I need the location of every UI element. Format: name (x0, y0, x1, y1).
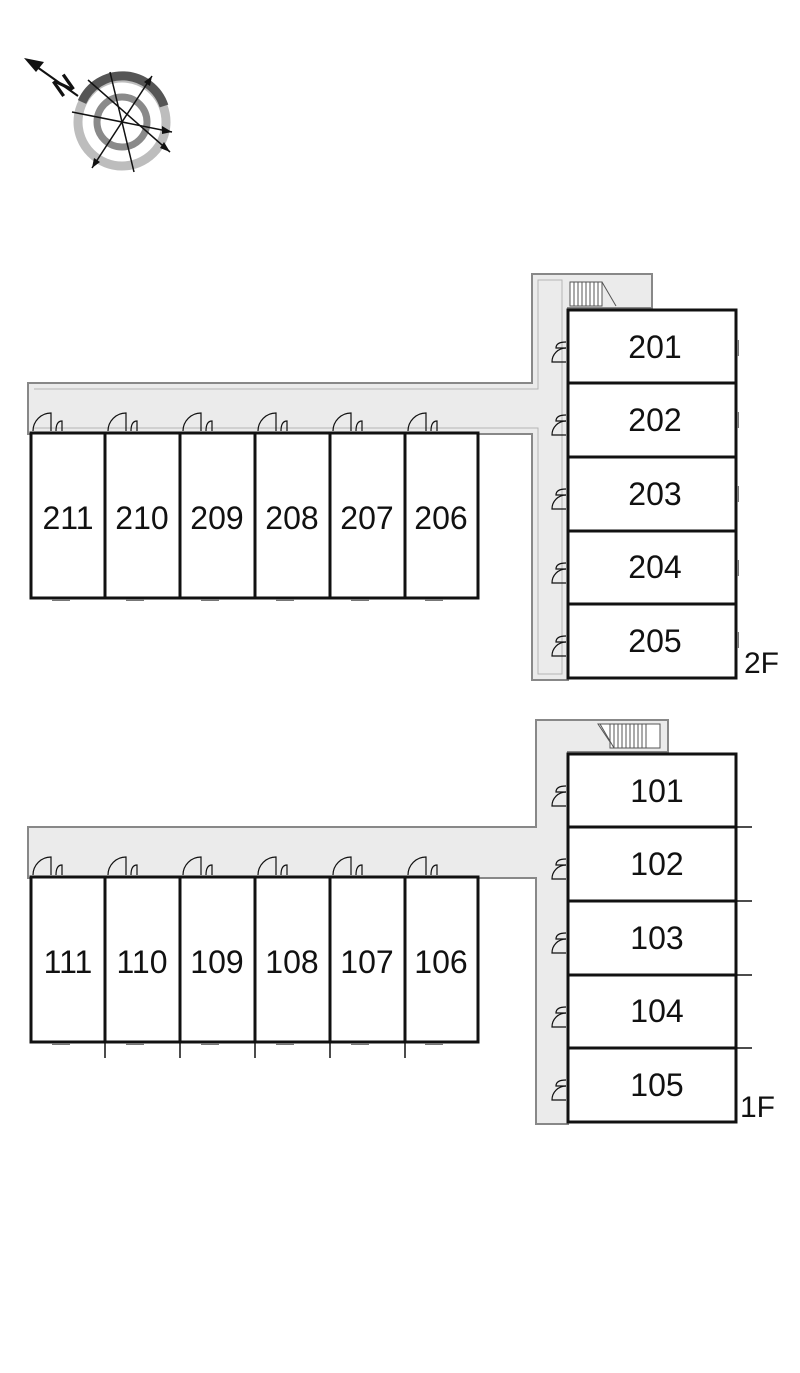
unit-201: 201 (628, 329, 681, 365)
unit-209: 209 (190, 500, 243, 536)
unit-202: 202 (628, 402, 681, 438)
unit-111: 111 (44, 944, 93, 980)
row-wall-stubs-1f (104, 1042, 406, 1058)
unit-206: 206 (414, 500, 467, 536)
unit-102: 102 (630, 846, 683, 882)
unit-103: 103 (630, 920, 683, 956)
unit-207: 207 (340, 500, 393, 536)
unit-204: 204 (628, 549, 681, 585)
unit-104: 104 (630, 993, 683, 1029)
side-doors-1f (551, 785, 567, 1101)
stairs-2f (569, 281, 617, 307)
unit-109: 109 (190, 944, 243, 980)
unit-110: 110 (116, 944, 167, 980)
row-units-1f (29, 875, 480, 1044)
unit-107: 107 (340, 944, 393, 980)
floor-2f: 201 202 203 204 205 211 210 209 (27, 273, 779, 681)
side-wall-stubs-1f (736, 826, 752, 1049)
row-doors-1f (32, 856, 438, 876)
unit-205: 205 (628, 623, 681, 659)
floor-label-2f: 2F (744, 647, 779, 680)
side-units-1f (566, 752, 738, 1124)
north-label: N (47, 68, 80, 103)
unit-106: 106 (414, 944, 467, 980)
stairs-1f (597, 723, 661, 749)
floor-label-1f: 1F (740, 1091, 775, 1124)
unit-108: 108 (265, 944, 318, 980)
unit-203: 203 (628, 476, 681, 512)
floor-1f: 101 102 103 104 105 (27, 719, 775, 1125)
side-units-2f (566, 308, 738, 680)
unit-105: 105 (630, 1067, 683, 1103)
unit-211: 211 (42, 500, 93, 536)
north-compass-icon: N (24, 58, 173, 173)
unit-208: 208 (265, 500, 318, 536)
row-units-2f (29, 431, 480, 600)
unit-101: 101 (630, 773, 683, 809)
row-doors-2f (32, 412, 438, 432)
side-doors-2f (551, 341, 567, 657)
unit-210: 210 (115, 500, 168, 536)
